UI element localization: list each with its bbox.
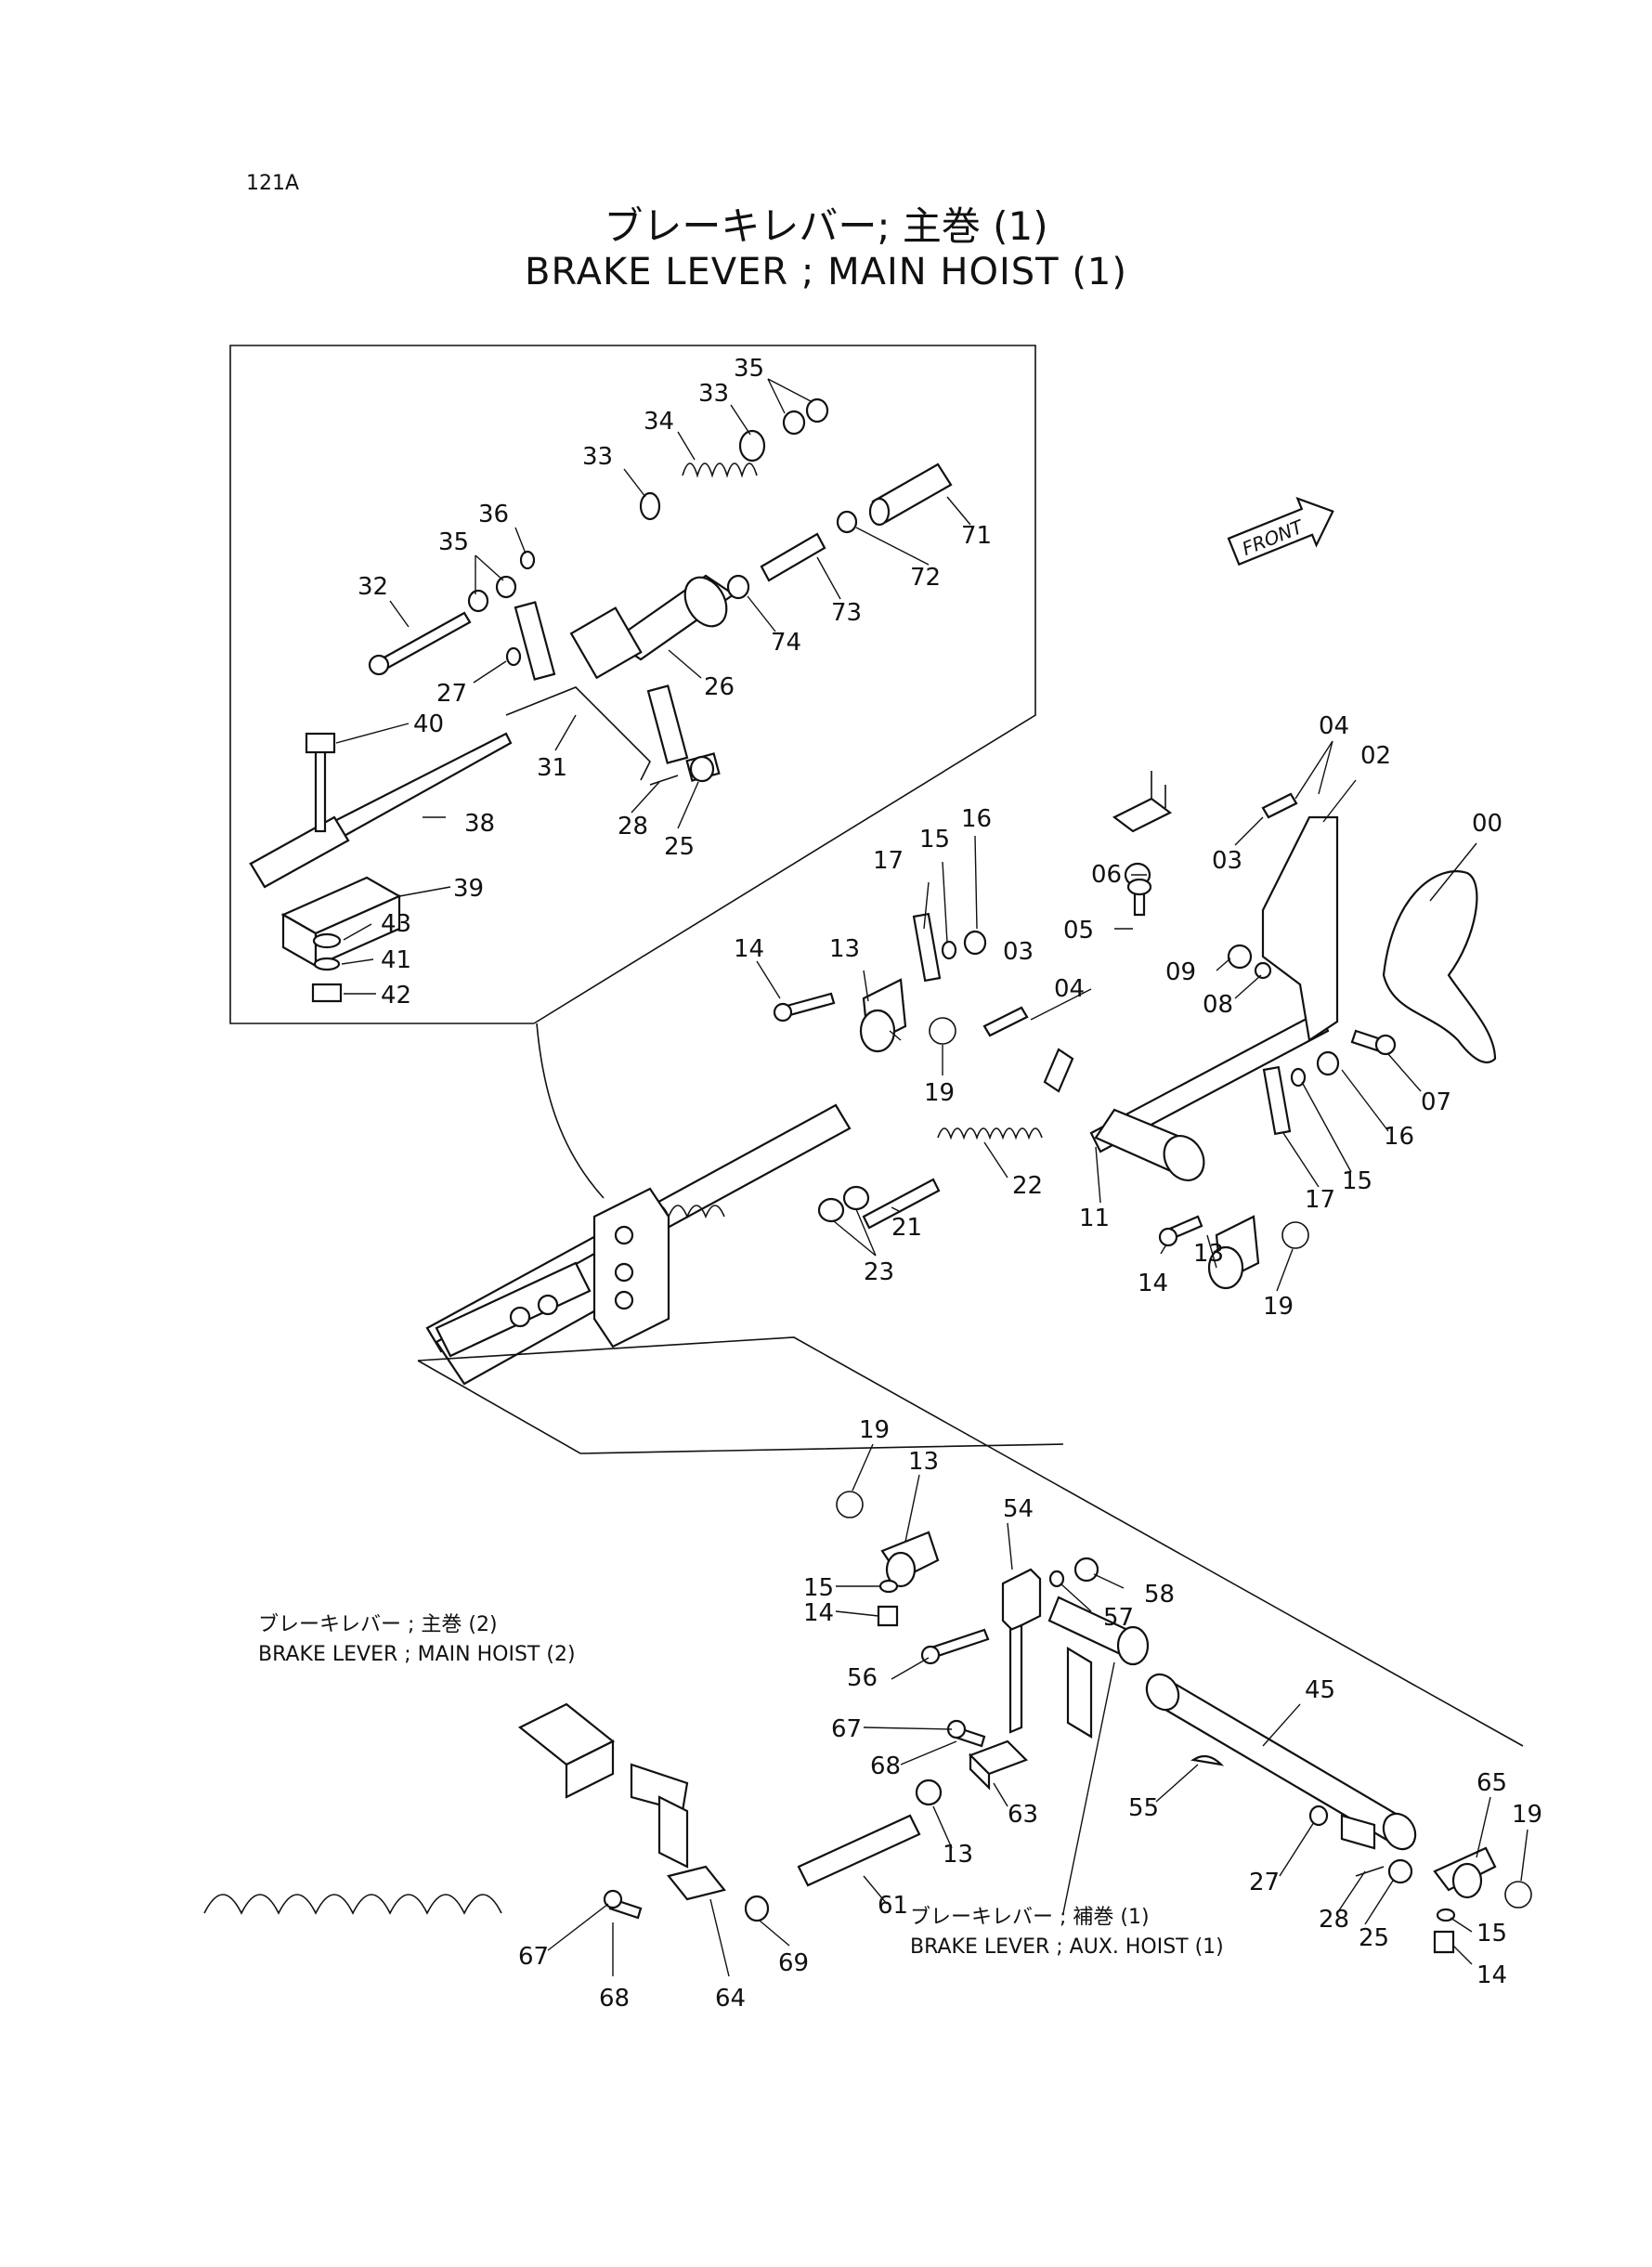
callout-label: 36 [478, 501, 509, 528]
callout-label: 64 [715, 1985, 746, 2013]
callout-label: 65 [1476, 1769, 1507, 1797]
callout-label: 38 [464, 810, 495, 838]
callout-label: 21 [891, 1214, 922, 1242]
callout-label: 16 [961, 805, 992, 833]
reference-main-hoist-2-en: BRAKE LEVER ; MAIN HOIST (2) [258, 1643, 576, 1666]
callout-label: 14 [803, 1599, 834, 1627]
callout-label: 67 [831, 1715, 862, 1743]
detail-leaders [335, 378, 971, 995]
callout-label: 72 [910, 564, 941, 592]
page-code: 121A [246, 172, 300, 195]
callout-label: 25 [1359, 1924, 1389, 1952]
callout-label: 04 [1054, 975, 1085, 1003]
title-english: BRAKE LEVER ; MAIN HOIST (1) [525, 251, 1127, 293]
callout-label: 06 [1091, 861, 1122, 889]
callout-label: 15 [919, 826, 950, 853]
callout-label: 45 [1305, 1676, 1335, 1704]
callout-label: 19 [924, 1079, 955, 1107]
callout-label: 67 [518, 1943, 549, 1971]
callout-label: 23 [864, 1258, 894, 1286]
bottom-leaders [547, 1443, 1528, 1977]
callout-label: 33 [582, 443, 613, 471]
callout-label: 14 [1138, 1270, 1168, 1297]
callout-label: 32 [358, 573, 388, 601]
reference-aux-hoist-1-en: BRAKE LEVER ; AUX. HOIST (1) [910, 1935, 1224, 1959]
callout-label: 74 [771, 629, 801, 657]
callouts-middle: 04 02 00 03 16 06 15 17 05 13 03 04 09 1… [734, 712, 1502, 1321]
callout-label: 63 [1008, 1801, 1038, 1829]
callout-label: 56 [847, 1664, 878, 1692]
callout-label: 03 [1212, 847, 1242, 875]
callout-label: 26 [704, 673, 735, 701]
callout-label: 19 [1263, 1293, 1294, 1321]
callout-label: 17 [1305, 1186, 1335, 1214]
title-japanese: ブレーキレバー; 主巻 (1) [604, 203, 1048, 249]
callout-label: 16 [1384, 1123, 1414, 1151]
callout-label: 13 [908, 1448, 939, 1476]
callouts-detail: 35 33 34 33 36 35 71 72 32 73 74 26 27 4… [358, 355, 992, 1010]
front-direction-arrow: FRONT [1227, 496, 1334, 567]
callout-label: 13 [1193, 1240, 1224, 1268]
callout-label: 19 [859, 1416, 890, 1444]
callout-label: 43 [381, 910, 411, 938]
callout-label: 27 [1249, 1869, 1280, 1896]
callout-label: 07 [1421, 1088, 1451, 1116]
callout-label: 22 [1012, 1172, 1043, 1200]
callout-label: 31 [537, 754, 567, 782]
callout-label: 58 [1144, 1581, 1175, 1609]
callout-label: 14 [1476, 1961, 1507, 1989]
callouts-bottom: 19 13 54 58 15 57 14 56 45 67 68 63 55 6… [518, 1416, 1542, 2013]
detail-box-outline [229, 345, 1036, 1024]
callout-label: 54 [1003, 1495, 1034, 1523]
callout-label: 15 [1342, 1167, 1372, 1195]
callout-label: 41 [381, 946, 411, 974]
callout-label: 35 [438, 528, 469, 556]
callout-label: 02 [1360, 742, 1391, 770]
reference-aux-hoist-1-jp: ブレーキレバー ; 補巻 (1) [910, 1906, 1150, 1929]
callout-label: 27 [436, 680, 467, 708]
callout-label: 42 [381, 982, 411, 1010]
callout-label: 68 [599, 1985, 630, 2013]
callout-label: 15 [803, 1574, 834, 1602]
callout-label: 14 [734, 935, 764, 963]
callout-label: 69 [778, 1949, 809, 1977]
bottom-parts [203, 1491, 1532, 1954]
callout-label: 03 [1003, 938, 1034, 966]
callout-label: 28 [618, 813, 648, 840]
callout-label: 08 [1203, 991, 1233, 1019]
callout-label: 00 [1472, 810, 1502, 838]
callout-label: 34 [644, 408, 674, 436]
callout-label: 13 [943, 1841, 973, 1869]
callout-label: 04 [1319, 712, 1349, 740]
callout-label: 17 [873, 847, 904, 875]
callout-label: 71 [961, 522, 992, 550]
callout-label: 55 [1128, 1794, 1159, 1822]
callout-label: 73 [831, 599, 862, 627]
callout-label: 40 [413, 710, 444, 738]
detail-connector-arrow [536, 1023, 605, 1199]
callout-label: 09 [1165, 958, 1196, 986]
detail-parts [248, 397, 953, 1003]
bottom-connector-outline [417, 1336, 1524, 1747]
callout-label: 39 [453, 875, 484, 903]
callout-label: 61 [878, 1892, 908, 1920]
callout-label: 68 [870, 1752, 901, 1780]
main-brake-shaft [425, 771, 1497, 1386]
callout-label: 19 [1512, 1801, 1542, 1829]
callout-label: 33 [698, 380, 729, 408]
middle-leaders [756, 740, 1477, 1292]
callout-label: 11 [1079, 1205, 1110, 1232]
callout-label: 35 [734, 355, 764, 383]
callout-label: 57 [1103, 1604, 1134, 1632]
callout-label: 15 [1476, 1920, 1507, 1948]
callout-label: 13 [829, 935, 860, 963]
reference-main-hoist-2-jp: ブレーキレバー ; 主巻 (2) [258, 1613, 498, 1636]
callout-label: 05 [1063, 917, 1094, 945]
callout-label: 25 [664, 833, 695, 861]
callout-label: 28 [1319, 1906, 1349, 1934]
